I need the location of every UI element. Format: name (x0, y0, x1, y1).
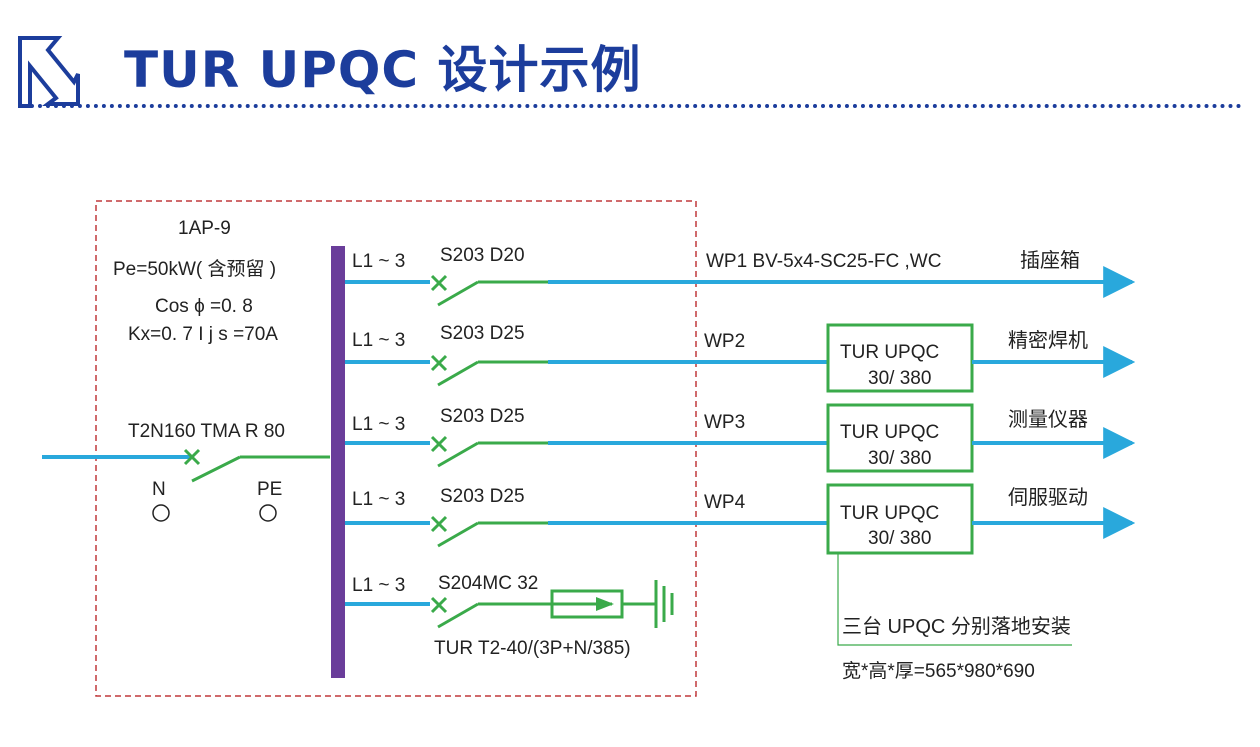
upqc-device (826, 323, 974, 393)
circuit-label: WP3 (704, 412, 745, 433)
note-leader (837, 553, 1072, 646)
branch-5-spd: L1 ~ 3 S204MC 32 TUR T2-40/(3P+N/385) (345, 573, 674, 659)
terminal-pe (259, 504, 277, 522)
dimensions-note: 宽*高*厚=565*980*690 (842, 660, 1035, 682)
branch-phase: L1 ~ 3 (352, 575, 405, 596)
branch-phase: L1 ~ 3 (352, 489, 405, 510)
title-divider (22, 104, 1242, 108)
upqc-device (826, 403, 974, 473)
branch-phase: L1 ~ 3 (352, 251, 405, 272)
upqc-rating: 30/ 380 (868, 368, 931, 389)
branch-breaker-label: S203 D25 (440, 406, 525, 427)
load-label: 插座箱 (1020, 249, 1080, 272)
spd-label: TUR T2-40/(3P+N/385) (434, 638, 631, 659)
breaker-blade (437, 280, 479, 307)
upqc-model: TUR UPQC (840, 503, 939, 524)
panel-cos: Cos ϕ =0. 8 (155, 296, 253, 317)
branch-3: L1 ~ 3 S203 D25 WP3 TUR UPQC 30/ 380 测量仪… (345, 403, 1136, 473)
busbar (331, 246, 345, 678)
upqc-device (826, 483, 974, 555)
upqc-rating: 30/ 380 (868, 448, 931, 469)
load-label: 伺服驱动 (1008, 486, 1088, 509)
branch-phase: L1 ~ 3 (352, 414, 405, 435)
install-note: 三台 UPQC 分别落地安装 (842, 615, 1071, 638)
upqc-rating: 30/ 380 (868, 528, 931, 549)
upqc-model: TUR UPQC (840, 342, 939, 363)
circuit-label: WP4 (704, 492, 746, 513)
branch-2: L1 ~ 3 S203 D25 WP2 TUR UPQC 30/ 380 精密焊… (345, 323, 1136, 393)
circuit-label: WP1 BV-5x4-SC25-FC ,WC (706, 251, 941, 272)
terminal-n (152, 504, 170, 522)
load-label: 测量仪器 (1008, 408, 1088, 431)
title-arrow-icon (18, 36, 80, 108)
terminal-pe-label: PE (257, 479, 282, 500)
branch-breaker-label: S204MC 32 (438, 573, 538, 594)
circuit-label: WP2 (704, 331, 745, 352)
terminal-n-label: N (152, 479, 166, 500)
panel-id: 1AP-9 (178, 218, 231, 239)
main-breaker-label: T2N160 TMA R 80 (128, 421, 285, 442)
panel-pe: Pe=50kW( 含预留 ) (113, 258, 276, 280)
branch-1: L1 ~ 3 S203 D20 WP1 BV-5x4-SC25-FC ,WC 插… (345, 245, 1136, 307)
branch-4: L1 ~ 3 S203 D25 WP4 TUR UPQC 30/ 380 伺服驱… (345, 483, 1136, 555)
page-title: TUR UPQC 设计示例 (124, 41, 642, 99)
branch-breaker-label: S203 D25 (440, 486, 525, 507)
upqc-model: TUR UPQC (840, 422, 939, 443)
branch-breaker-label: S203 D20 (440, 245, 525, 266)
panel-boundary (95, 200, 697, 697)
main-breaker-symbol (183, 448, 330, 483)
branch-phase: L1 ~ 3 (352, 330, 405, 351)
load-label: 精密焊机 (1008, 329, 1088, 352)
panel-kx: Kx=0. 7 I j s =70A (128, 324, 278, 345)
branch-breaker-label: S203 D25 (440, 323, 525, 344)
